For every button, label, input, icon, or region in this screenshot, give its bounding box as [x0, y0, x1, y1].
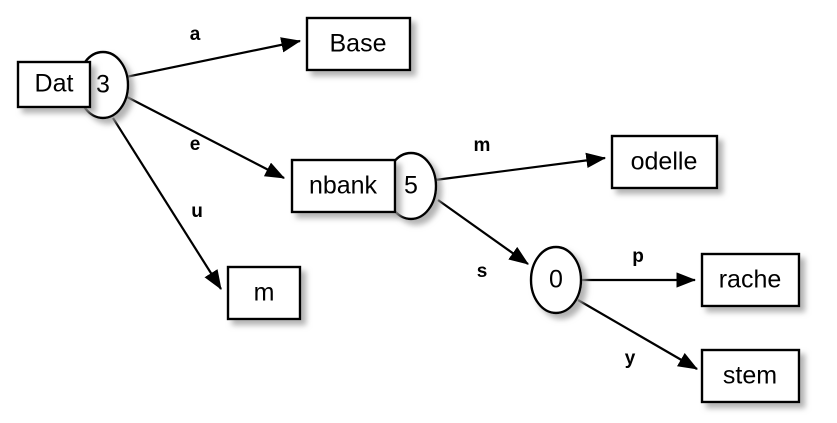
node-base-label: Base	[330, 30, 387, 58]
node-rache-label: rache	[719, 266, 782, 294]
node-0-label: 0	[549, 266, 563, 294]
node-0-ellipse[interactable]	[529, 245, 583, 315]
edge-y: y	[577, 299, 698, 370]
node-m-rect[interactable]	[226, 265, 302, 321]
edge-a: a	[125, 24, 302, 79]
node-nbank-label: nbank	[309, 172, 378, 200]
node-5-label: 5	[404, 172, 418, 200]
node-dat-rect[interactable]	[16, 60, 92, 109]
edge-u-line	[112, 117, 222, 290]
edge-e: e	[126, 96, 285, 179]
edge-s-line	[437, 199, 529, 265]
node-dat[interactable]	[16, 60, 92, 109]
node-base[interactable]	[305, 16, 412, 72]
nodes-layer: 3 Dat Base 5 nbank odelle	[16, 16, 801, 404]
edge-a-label: a	[190, 24, 201, 45]
node-3-label: 3	[96, 71, 110, 99]
node-nbank[interactable]	[290, 158, 397, 214]
edge-m-line	[434, 152, 607, 182]
edge-e-line	[126, 96, 285, 179]
edge-s: s	[437, 199, 529, 282]
node-0[interactable]	[529, 245, 583, 315]
edge-u-label: u	[191, 201, 203, 222]
edge-p-label: p	[632, 246, 644, 267]
node-stem-rect[interactable]	[700, 348, 801, 404]
node-nbank-rect[interactable]	[290, 158, 397, 214]
node-m-label: m	[254, 279, 275, 307]
edge-u: u	[112, 117, 222, 290]
node-stem-label: stem	[723, 362, 777, 390]
edge-p: p	[581, 246, 697, 288]
node-stem[interactable]	[700, 348, 801, 404]
node-rache-rect[interactable]	[700, 252, 801, 308]
node-rache[interactable]	[700, 252, 801, 308]
edge-s-label: s	[477, 261, 488, 282]
edge-y-label: y	[625, 348, 636, 369]
edge-e-label: e	[190, 134, 201, 155]
edge-m: m	[434, 135, 607, 182]
node-dat-label: Dat	[35, 70, 74, 98]
node-base-rect[interactable]	[305, 16, 412, 72]
edges-layer: a e u m s p	[112, 24, 698, 370]
edge-a-line	[125, 37, 302, 79]
node-odelle-rect[interactable]	[610, 134, 719, 190]
node-m[interactable]	[226, 265, 302, 321]
edge-y-line	[577, 299, 698, 370]
node-odelle-label: odelle	[631, 148, 698, 176]
edge-m-label: m	[474, 135, 491, 156]
node-odelle[interactable]	[610, 134, 719, 190]
